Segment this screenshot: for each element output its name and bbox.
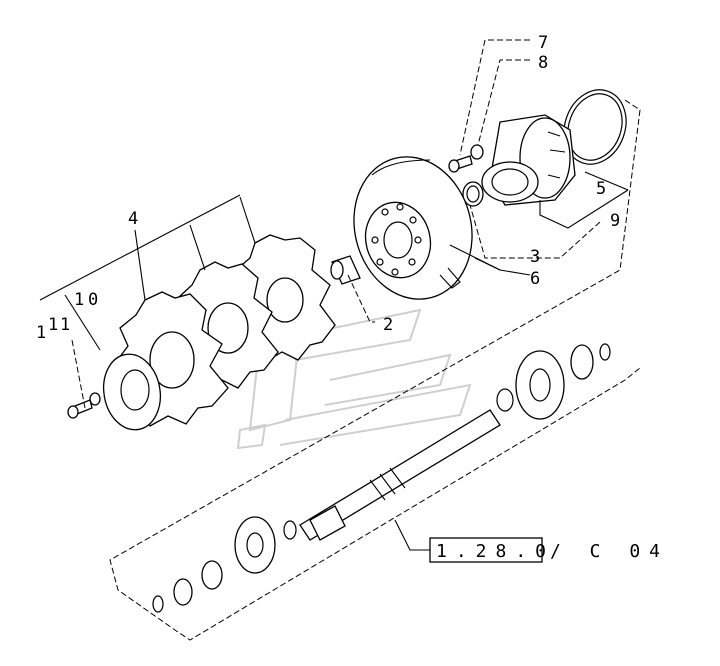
reference-section[interactable]: 1.28.0 xyxy=(436,541,555,562)
ring-left xyxy=(152,595,164,613)
gear-small-right xyxy=(570,344,594,380)
callout-7: 7 xyxy=(538,33,548,53)
callout-3: 3 xyxy=(530,247,540,267)
callout-4: 4 xyxy=(128,209,138,229)
washer-8 xyxy=(470,144,484,160)
bolt-11 xyxy=(67,399,93,419)
callout-9: 9 xyxy=(610,211,620,231)
callout-10-b: 1 xyxy=(74,290,84,310)
bushing-3 xyxy=(462,181,484,207)
leader-lines xyxy=(39,39,629,551)
callout-5: 5 xyxy=(596,179,606,199)
gear-small-left xyxy=(173,578,193,606)
ring-right xyxy=(599,343,611,361)
ring-mid-right xyxy=(496,388,514,412)
reference-suffix: / C 04 xyxy=(550,541,669,562)
callout-11-a: 1 xyxy=(36,323,46,343)
callout-10-a: 1 xyxy=(60,315,70,335)
callout-6: 6 xyxy=(530,269,540,289)
bushing-2 xyxy=(330,255,361,285)
callout-11-b: 1 xyxy=(48,315,58,335)
snap-ring-5 xyxy=(563,89,627,165)
bearing-left xyxy=(201,560,223,590)
callout-2: 2 xyxy=(383,315,393,335)
gear-large-left xyxy=(234,516,276,574)
reference-box[interactable] xyxy=(429,537,543,563)
callout-8: 8 xyxy=(538,53,548,73)
output-shaft xyxy=(299,409,501,541)
flange-10 xyxy=(102,353,162,431)
ring-mid-left xyxy=(283,520,297,540)
bolt-7 xyxy=(448,155,473,173)
hub-housing xyxy=(481,114,576,206)
washer-11 xyxy=(89,392,101,406)
callout-10-c: 0 xyxy=(88,290,98,310)
shaft-assembly-frame xyxy=(109,99,641,641)
gear-large-right xyxy=(515,350,565,420)
drum-disc-6 xyxy=(353,156,473,300)
